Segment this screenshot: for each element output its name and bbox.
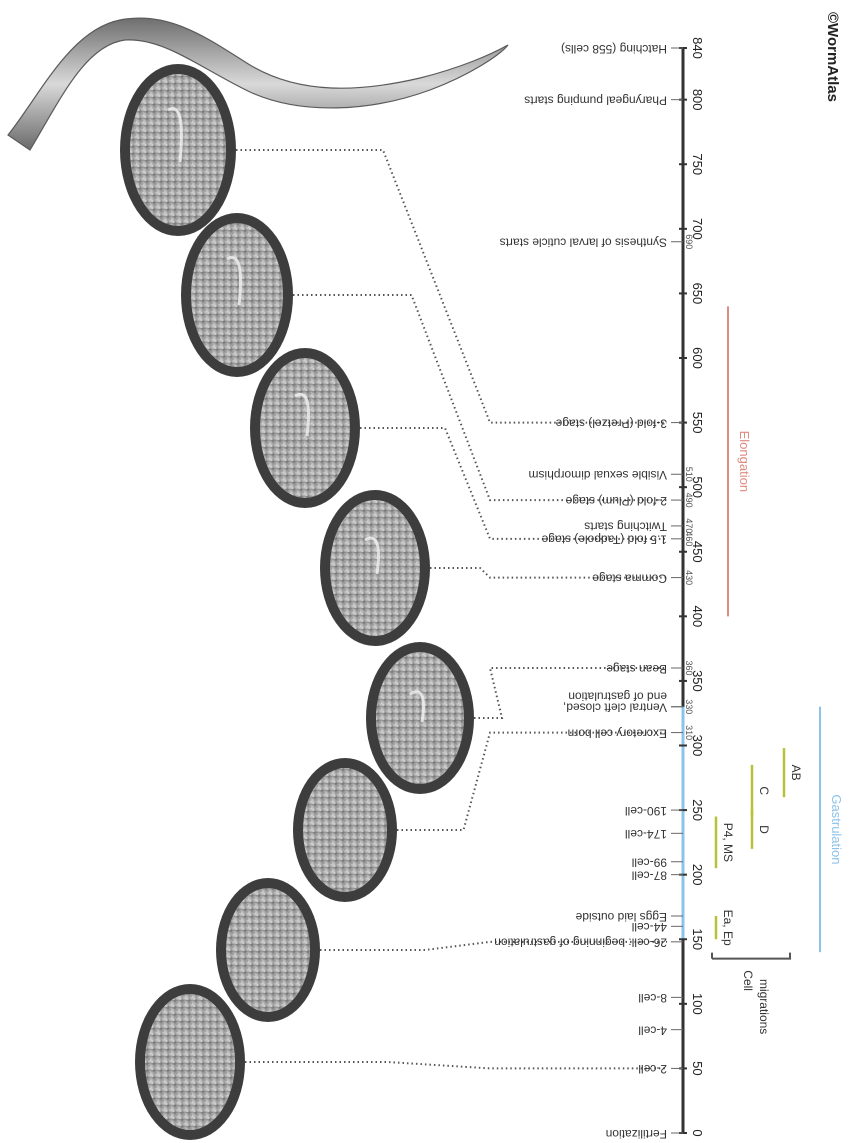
migration-lineage-label: P4, MS — [721, 823, 735, 862]
event-label: 99-cell — [632, 856, 667, 870]
tick-label: 200 — [690, 864, 705, 886]
cell-migrations: Cellmigrations Ea, Ep P4, MS D C AB — [712, 748, 803, 1034]
embryo-image — [135, 984, 245, 1140]
tick-label: 600 — [690, 347, 705, 369]
event-time-marker: 360 — [684, 660, 694, 675]
event-label: 26-cell: beginning of gastrulation — [494, 936, 667, 950]
larva-worm-image — [8, 18, 508, 150]
event-label: Eggs laid outside — [575, 910, 667, 924]
phase-label: Elongation — [737, 431, 752, 492]
event-label: 4-cell — [638, 1023, 667, 1037]
tick-label: 400 — [690, 605, 705, 627]
event-label: 87-cell — [632, 868, 667, 882]
tick-label: 100 — [690, 993, 705, 1015]
event-time-marker: 470 — [684, 518, 694, 533]
embryo-body — [191, 223, 283, 367]
embryo-image — [181, 213, 293, 377]
event-label: 3-fold (Pretzel) stage — [555, 416, 667, 430]
event-time-marker: 460 — [684, 531, 694, 546]
time-axis: 0501001502002503003504004505005506006507… — [679, 37, 705, 1136]
connector-line — [245, 1062, 667, 1068]
event-label: Comma stage — [592, 571, 667, 585]
embryo-body — [226, 888, 310, 1012]
event-label: Hatching (558 cells) — [561, 42, 667, 56]
event-label: 190-cell — [625, 804, 667, 818]
event-label: 8-cell — [638, 991, 667, 1005]
migration-lineage-label: Ea, Ep — [721, 910, 735, 946]
event-label: 174-cell — [625, 827, 667, 841]
tick-label: 50 — [690, 1061, 705, 1075]
event-label: Visible sexual dimorphism — [528, 468, 667, 482]
embryo-image — [250, 348, 360, 508]
event-time-marker: 690 — [684, 234, 694, 249]
embryo-image — [366, 642, 474, 794]
tick-label: 800 — [690, 89, 705, 111]
event-label: end of gastrulation — [568, 690, 667, 704]
event-label: Fertilization — [606, 1127, 667, 1141]
event-label: 1.5 fold (Tadpole) stage — [541, 533, 667, 547]
wormatlas-watermark: ©WormAtlas — [824, 12, 841, 102]
tick-label: 150 — [690, 928, 705, 950]
tick-label: 840 — [690, 37, 705, 59]
embryo-body — [260, 358, 350, 498]
migration-label: Cell — [741, 970, 755, 991]
embryo-body — [330, 500, 420, 636]
event-time-marker: 310 — [684, 725, 694, 740]
embryo-images — [120, 64, 474, 1140]
tick-label: 550 — [690, 412, 705, 434]
embryo-image — [320, 490, 430, 646]
embryo-body — [130, 74, 226, 226]
tick-label: 750 — [690, 153, 705, 175]
migration-lineage-label: AB — [789, 765, 803, 781]
event-label: Bean stage — [606, 662, 667, 676]
event-label: Synthesis of larval cuticle starts — [500, 236, 667, 250]
phase-label: Gastrulation — [829, 794, 844, 864]
embryo-body — [376, 652, 464, 784]
event-label: Twitching starts — [584, 520, 667, 534]
tick-label: 250 — [690, 799, 705, 821]
embryo-body — [145, 994, 235, 1130]
migration-bracket — [712, 953, 790, 959]
event-time-marker: 510 — [684, 467, 694, 482]
embryo-body — [303, 768, 387, 892]
tick-label: 0 — [690, 1129, 705, 1136]
event-label: 2-cell — [638, 1062, 667, 1076]
migration-lineage-label: D — [757, 825, 771, 834]
event-labels: Fertilization 2-cell 4-cell 8-cell 26-cell: … — [494, 42, 694, 1141]
tick-label: 650 — [690, 283, 705, 305]
embryo-image — [216, 878, 320, 1022]
event-time-marker: 490 — [684, 493, 694, 508]
event-time-marker: 330 — [684, 699, 694, 714]
embryo-image — [293, 758, 397, 902]
event-label: 2-fold (Plum) stage — [565, 494, 667, 508]
event-label: Pharyngeal pumping starts — [524, 93, 667, 107]
migration-lineage-label: C — [757, 786, 771, 795]
embryo-image — [120, 64, 236, 236]
event-time-marker: 430 — [684, 570, 694, 585]
phase-bars: Gastrulation Elongation — [728, 306, 844, 952]
migration-label: migrations — [757, 979, 771, 1034]
event-label: Excretory cell born — [568, 726, 667, 740]
